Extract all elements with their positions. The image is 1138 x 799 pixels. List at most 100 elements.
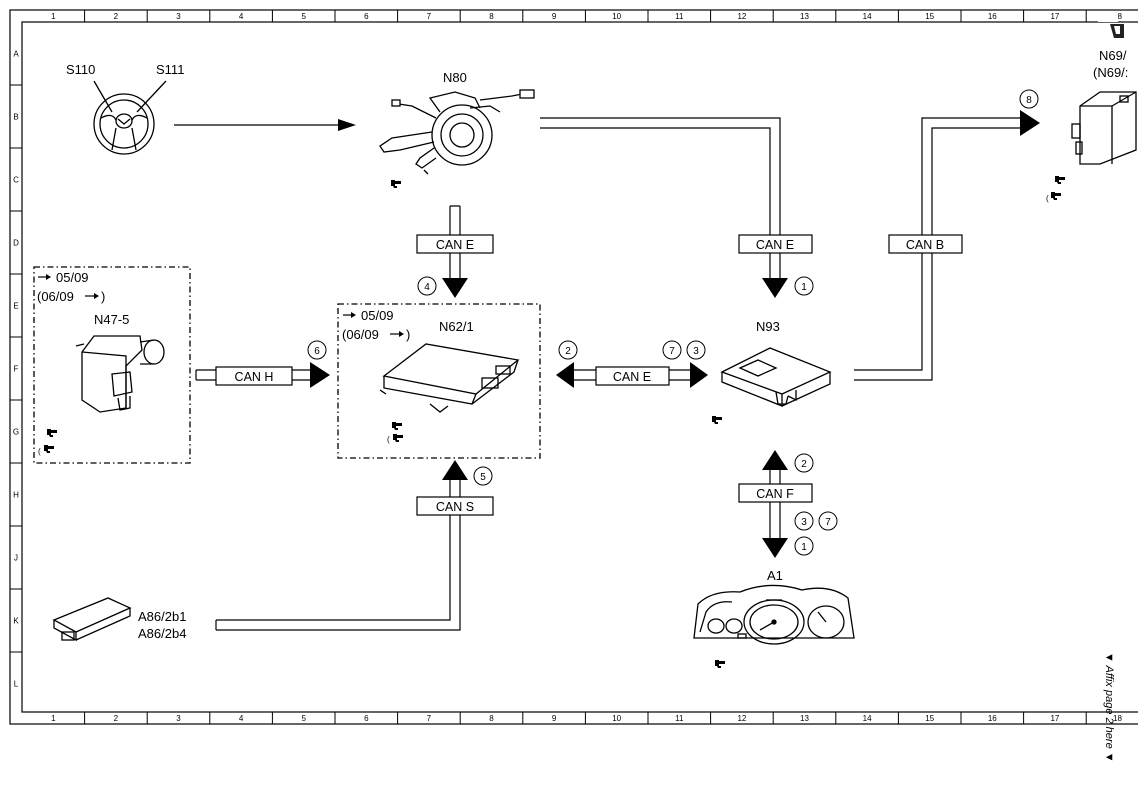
column-label: 15 — [925, 714, 934, 723]
can-e-label-n93: CAN E — [756, 238, 794, 252]
callout-2-left: 2 — [565, 346, 571, 357]
column-label: 11 — [675, 714, 684, 723]
column-label: 11 — [675, 12, 684, 21]
row-label: F — [14, 365, 19, 374]
n69-ref-icon — [1055, 176, 1065, 184]
callout-numbers: 8 4 1 6 2 7 3 5 2 3 7 1 — [314, 95, 1032, 553]
n47-date-to-arrow-icon: ) — [85, 289, 105, 304]
n47-group-border — [33, 266, 191, 464]
n47-date-from: 05/09 — [56, 270, 89, 285]
row-label: H — [13, 491, 19, 500]
a1-cluster-icon — [693, 584, 855, 645]
callout-7-bottom: 7 — [825, 517, 831, 528]
n62-date-to-arrow-icon: ) — [390, 327, 410, 342]
n69-label-alt: (N69/: — [1093, 65, 1128, 80]
n47-date-to: (06/09 — [37, 289, 74, 304]
n69-module-icon — [1071, 91, 1137, 165]
arrow-into-n69 — [1020, 110, 1040, 136]
column-label: 2 — [114, 714, 119, 723]
row-label: E — [13, 302, 18, 311]
n47-module-icon — [75, 335, 165, 413]
column-label: 5 — [301, 12, 306, 21]
column-label: 8 — [489, 714, 494, 723]
n62-date-arrow-icon — [343, 312, 356, 318]
column-label: 2 — [114, 12, 119, 21]
column-label: 7 — [427, 12, 432, 21]
row-label: D — [13, 239, 19, 248]
callout-3-top: 3 — [693, 346, 699, 357]
callout-3-bottom: 3 — [801, 517, 807, 528]
column-label: 12 — [737, 714, 746, 723]
callout-6: 6 — [314, 346, 320, 357]
can-e-label-n80: CAN E — [436, 238, 474, 252]
column-label: 14 — [863, 714, 872, 723]
arrow-into-n93-left — [690, 362, 708, 388]
n80-ref-icon — [391, 180, 401, 188]
steering-wheel-icon — [93, 80, 167, 155]
n93-label: N93 — [756, 319, 780, 334]
row-label: B — [13, 113, 18, 122]
callout-5: 5 — [480, 472, 486, 483]
s111-label: S111 — [156, 62, 184, 77]
row-label: C — [13, 176, 19, 185]
a86-label: A86/2b1 — [138, 609, 186, 624]
n93-ref-icon — [712, 416, 722, 424]
n47-ref-icon — [47, 429, 57, 437]
can-s-label: CAN S — [436, 500, 474, 514]
n93-module-icon — [720, 347, 832, 407]
column-label: 8 — [489, 12, 494, 21]
callout-7-top: 7 — [669, 346, 675, 357]
column-label: 18 — [1113, 714, 1122, 723]
n69-ref-alt-icon — [1051, 192, 1061, 200]
callout-8: 8 — [1026, 95, 1032, 106]
column-label: 3 — [176, 12, 181, 21]
arrow-into-n62-top — [442, 278, 468, 298]
column-label: 10 — [612, 714, 621, 723]
affix-page-note: ▼ Affix page 2 here ▼ — [1103, 652, 1115, 763]
arrow-into-n62-right — [556, 362, 574, 388]
column-label: 4 — [239, 12, 244, 21]
n62-module-icon — [379, 343, 520, 413]
row-label: K — [13, 617, 19, 626]
column-label: 7 — [427, 714, 432, 723]
s110-label: S110 — [66, 62, 95, 77]
steering-to-n80-line — [174, 119, 356, 131]
n69-label: N69/ — [1099, 48, 1127, 63]
n69-ref-paren: ( — [1046, 194, 1049, 203]
column-label: 14 — [863, 12, 872, 21]
column-label: 17 — [1050, 12, 1059, 21]
callout-1-top: 1 — [801, 282, 807, 293]
n47-ref-alt-icon — [44, 445, 54, 453]
column-label: 4 — [239, 714, 244, 723]
n80-label: N80 — [443, 70, 467, 85]
column-label: 5 — [301, 714, 306, 723]
callout-1-bottom: 1 — [801, 542, 807, 553]
bus-arrowheads — [310, 110, 1040, 558]
column-label: 17 — [1050, 714, 1059, 723]
can-b-label: CAN B — [906, 238, 944, 252]
can-h-label: CAN H — [235, 370, 274, 384]
column-label: 1 — [51, 714, 56, 723]
n47-label: N47-5 — [94, 312, 129, 327]
a1-label: A1 — [767, 568, 783, 583]
column-label: 16 — [988, 714, 997, 723]
arrow-into-n93 — [762, 278, 788, 298]
row-label: J — [14, 554, 18, 563]
column-label: 6 — [364, 12, 369, 21]
callout-circles — [307, 89, 1039, 556]
row-label: L — [14, 680, 19, 689]
can-e-label-link: CAN E — [613, 370, 651, 384]
n80-module-icon — [379, 89, 535, 175]
bus-label-boxes — [215, 234, 963, 516]
row-label: G — [13, 428, 19, 437]
n47-ref-paren: ( — [38, 447, 41, 456]
row-label: A — [13, 50, 19, 59]
n62-ref-alt-icon — [393, 434, 403, 442]
a1-ref-icon — [715, 660, 725, 668]
arrow-into-n93-bottom — [762, 450, 788, 470]
callout-2-bottom: 2 — [801, 459, 807, 470]
column-label: 10 — [612, 12, 621, 21]
